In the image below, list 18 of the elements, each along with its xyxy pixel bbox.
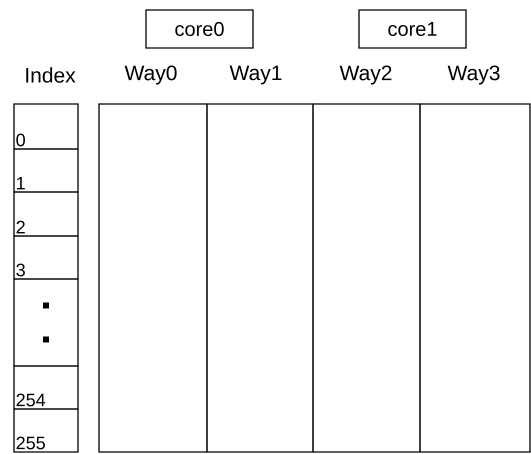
way-column — [206, 103, 314, 453]
index-cell: 1 — [13, 148, 79, 193]
index-cell: 0 — [13, 103, 79, 150]
way-heading: Way0 — [124, 65, 177, 84]
way-column — [419, 103, 531, 453]
way-heading: Way3 — [448, 65, 500, 84]
index-heading: Index — [26, 67, 76, 83]
way-heading: Way2 — [340, 65, 392, 84]
way-heading: Way1 — [230, 66, 282, 84]
way-column — [98, 103, 208, 453]
core-box: core0 — [145, 9, 254, 49]
index-cell: 254 — [13, 365, 79, 410]
core-box: core1 — [358, 9, 467, 49]
ellipsis-cell — [13, 278, 79, 367]
index-cell: 255 — [13, 408, 79, 453]
way-column — [312, 103, 421, 453]
index-cell: 3 — [13, 235, 79, 280]
index-cell: 2 — [13, 191, 79, 237]
